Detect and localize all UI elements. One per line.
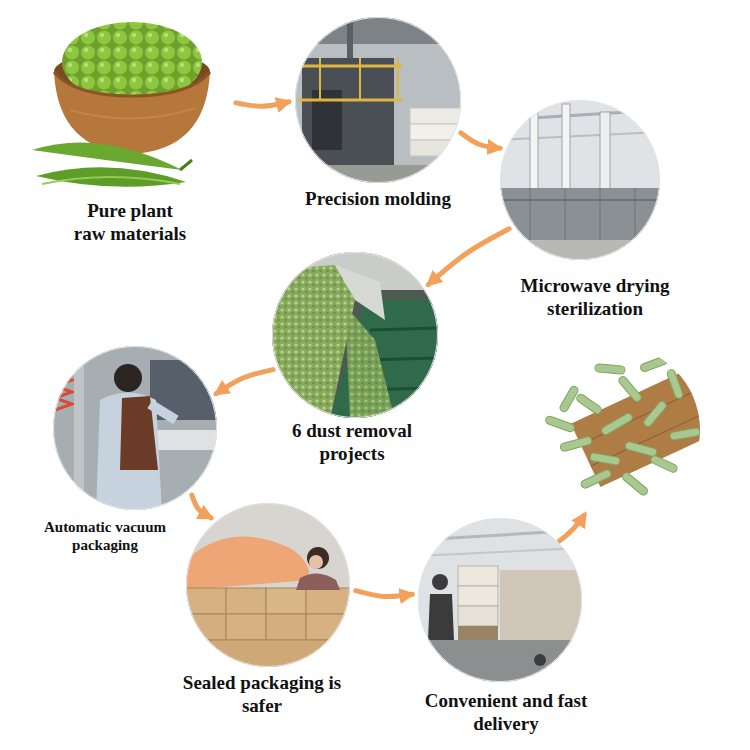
dryer-photo [500,100,660,260]
circle-outline [273,253,438,418]
step-circle [500,100,660,260]
step-label: Sealed packaging is safer [172,672,352,718]
flow-arrow [356,591,412,597]
step-circle [272,252,438,418]
delivery-photo [418,518,582,682]
pea-pods [32,142,192,186]
circle-outline [501,101,660,260]
step-circle [53,346,217,510]
boxes-photo [186,503,350,670]
circle-outline [187,504,350,667]
process-step: Convenient and fast delivery [418,518,582,682]
process-step: Pure plant raw materials [30,15,230,195]
step-circle [295,17,461,183]
process-step: Precision molding [295,17,461,183]
step-label: Microwave drying sterilization [495,275,695,321]
flow-arrow [461,133,500,149]
step-circle [186,503,350,667]
circle-outline [54,347,217,510]
step-label: Automatic vacuum packaging [35,518,175,554]
flow-arrow [428,229,509,285]
flow-arrow [558,514,585,542]
pellets-photo [530,345,718,515]
circle-outline [296,18,461,183]
step-label: Convenient and fast delivery [411,690,601,736]
packaging-photo [50,344,220,514]
step-label: 6 dust removal projects [267,420,437,466]
flow-arrow [216,370,273,394]
circle-outline [419,519,582,682]
flow-arrow [236,102,289,107]
step-label: Precision molding [258,188,498,211]
process-step: Automatic vacuum packaging [53,346,217,510]
process-step: Microwave drying sterilization [500,100,660,260]
pea-bowl [54,22,210,154]
conveyor-photo [270,250,440,420]
step-label: Pure plant raw materials [70,200,190,246]
process-step: Sealed packaging is safer [186,503,350,667]
factory-photo [290,12,470,195]
flow-arrow [192,495,211,518]
step-circle [418,518,582,682]
process-step: 6 dust removal projects [272,252,438,418]
